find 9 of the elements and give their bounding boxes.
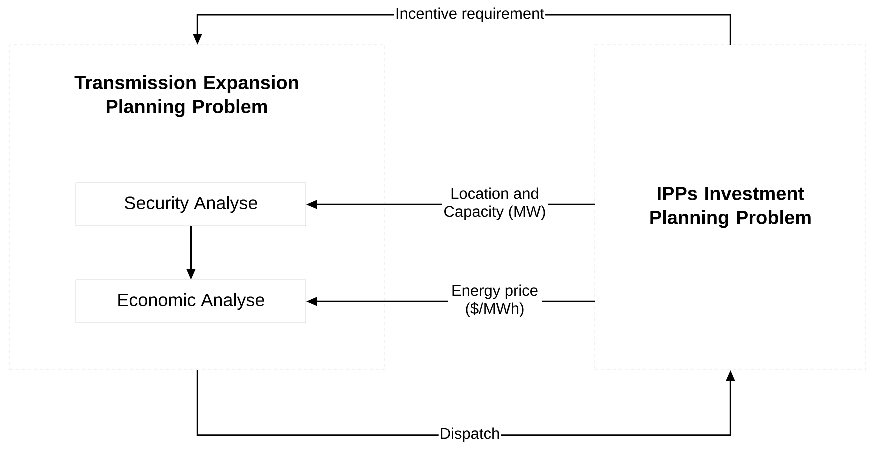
process-box: Economic Analyse	[76, 280, 306, 324]
edge-label: Dispatch	[438, 426, 502, 444]
edge-label: Incentive requirement	[394, 6, 546, 24]
dashed-panel: IPPs Investment Planning Problem	[595, 45, 866, 370]
edge-label: Energy price ($/MWh)	[448, 284, 542, 318]
edge-label: Location and Capacity (MW)	[442, 186, 548, 222]
process-box: Security Analyse	[76, 183, 306, 226]
arrow	[196, 370, 736, 436]
panel-heading: Transmission Expansion Planning Problem	[74, 76, 298, 118]
